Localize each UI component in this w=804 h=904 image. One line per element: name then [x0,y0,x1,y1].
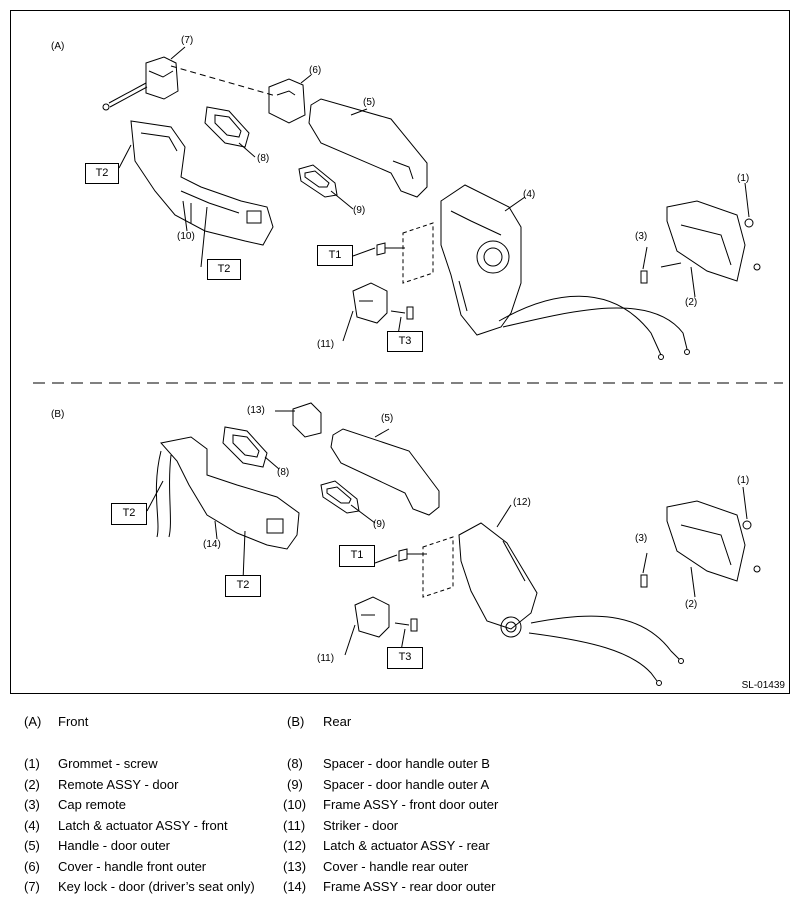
legend-b-num: (B) [287,714,305,729]
cable-b2 [528,632,658,682]
legend-b-text: Rear [323,714,352,729]
torque-t3-b: T3 [387,647,423,669]
remote-part [666,200,746,282]
torque-t2-a-bottom: T2 [207,259,241,280]
legend-item-num: (13) [283,859,307,874]
callout-b13: (13) [247,405,265,416]
torque-t2-b-bottom: T2 [225,575,261,597]
legend-item-text: Spacer - door handle outer B [323,756,490,771]
callout-b14: (14) [203,539,221,550]
legend-item-num: (14) [283,879,307,894]
legend-item-text: Handle - door outer [58,838,171,853]
legend-item-text: Frame ASSY - rear door outer [323,879,496,894]
latch-front-part [440,184,522,336]
legend-item-num: (9) [287,777,303,792]
cable-b1 [530,615,680,660]
cap-part [640,270,648,284]
grommet-part [744,218,754,228]
callout-a11: (11) [317,339,335,350]
legend-item-text: Cover - handle rear outer [323,859,469,874]
handle-front-part [308,98,428,198]
section-b-label: (B) [51,409,65,420]
legend-item-num: (5) [24,838,40,853]
cover-rear-part [292,402,322,438]
remote-rear-part [666,500,746,582]
callout-b2: (2) [685,599,698,610]
bolt-dash-box-rear [422,536,454,598]
legend-item-text: Latch & actuator ASSY - rear [323,838,490,853]
spacer-a-part [298,164,338,198]
callout-b9: (9) [373,519,386,530]
callout-a8: (8) [257,153,270,164]
key-lock-part [102,56,179,111]
latch-rear-part [458,522,538,638]
spacer-a-rear-part [320,480,360,514]
callout-a10: (10) [177,231,195,242]
frame-front-part [130,120,274,246]
legend-item-text: Frame ASSY - front door outer [323,797,499,812]
spacer-b-part [204,106,250,148]
leader-lines [118,46,750,656]
cap-rear-part [640,574,648,588]
torque-t1-b: T1 [339,545,375,567]
legend-a-num: (A) [24,714,42,729]
callout-b11: (11) [317,653,335,664]
callout-b12: (12) [513,497,531,508]
legend-item-num: (12) [283,838,307,853]
callout-b5: (5) [381,413,394,424]
diagram-frame: (A) (B) (7) (6) (5) (8) (9) (10) (4) (1)… [10,10,790,694]
legend-item-num: (2) [24,777,40,792]
section-a-label: (A) [51,41,65,52]
legend-item-text: Striker - door [323,818,399,833]
spacer-b-rear-part [222,426,268,468]
callout-b3: (3) [635,533,648,544]
legend-item-text: Key lock - door (driver’s seat only) [58,879,255,894]
parts-drawing [33,46,783,686]
legend-item-num: (7) [24,879,40,894]
bolt-rear-part [398,548,427,562]
legend-item-text: Remote ASSY - door [58,777,179,792]
legend-item-num: (1) [24,756,40,771]
callout-a5: (5) [363,97,376,108]
torque-t1-a: T1 [317,245,353,266]
grommet-rear-part [742,520,752,530]
callout-a6: (6) [309,65,322,76]
handle-rear-part [330,428,440,516]
torque-t2-b-left: T2 [111,503,147,525]
legend-item-num: (4) [24,818,40,833]
callout-a9: (9) [353,205,366,216]
leader-dash [170,65,277,97]
figure-code: SL-01439 [741,680,785,691]
callout-a3: (3) [635,231,648,242]
legend-a-text: Front [58,714,89,729]
callout-a4: (4) [523,189,536,200]
legend-item-text: Cap remote [58,797,126,812]
callout-a1: (1) [737,173,750,184]
torque-t2-a-left: T2 [85,163,119,184]
frame-rear-part [155,436,300,550]
bolt-part [376,242,405,256]
callout-a2: (2) [685,297,698,308]
torque-t3-a: T3 [387,331,423,352]
legend-item-text: Latch & actuator ASSY - front [58,818,228,833]
legend-item-num: (8) [287,756,303,771]
cable-a1 [498,295,662,356]
striker-rear-part [354,596,390,638]
callout-a7: (7) [181,35,194,46]
legend-item-text: Grommet - screw [58,756,158,771]
cover-front-part [268,78,306,124]
cable-a2 [502,307,688,350]
callout-b1: (1) [737,475,750,486]
legend-item-text: Cover - handle front outer [58,859,207,874]
legend-item-num: (10) [283,797,307,812]
legend-item-num: (3) [24,797,40,812]
callout-b8: (8) [277,467,290,478]
legend-item-num: (11) [283,818,306,833]
legend-item-num: (6) [24,859,40,874]
legend-item-text: Spacer - door handle outer A [323,777,490,792]
striker-part [352,282,388,324]
bolt-dash-box [402,222,434,284]
